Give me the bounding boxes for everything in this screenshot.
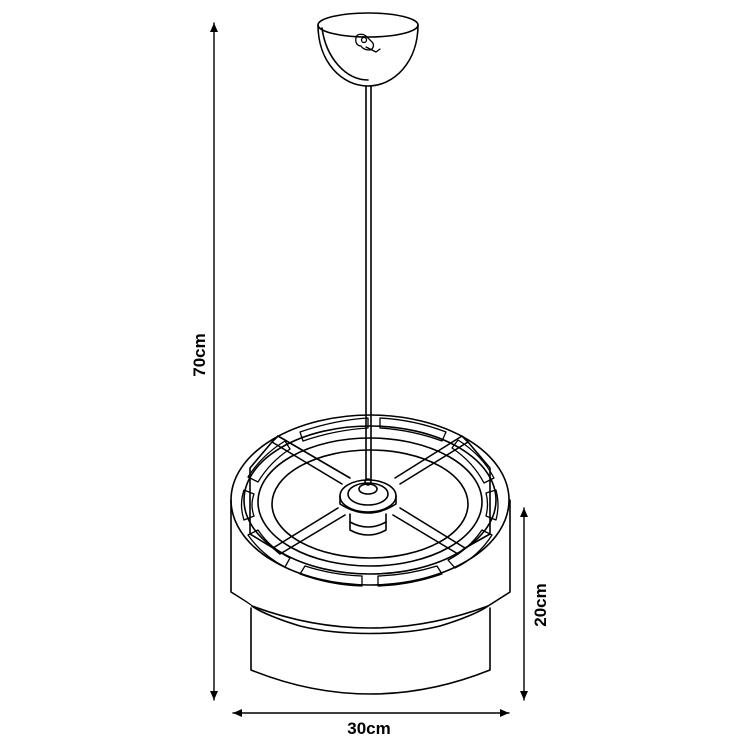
upper-drum: [230, 499, 511, 635]
rim-slots: [240, 417, 499, 587]
diameter-label: 30cm: [347, 719, 391, 738]
top-rim: [230, 414, 510, 586]
spider-spokes: [249, 435, 491, 555]
dimension-lines: [210, 22, 528, 717]
lower-drum: [250, 607, 491, 695]
shade-height-label: 20cm: [531, 583, 550, 627]
canopy-clip: [355, 33, 381, 53]
total-height-label: 70cm: [190, 333, 209, 377]
socket-hub: [339, 478, 397, 536]
ceiling-canopy: [317, 12, 419, 87]
